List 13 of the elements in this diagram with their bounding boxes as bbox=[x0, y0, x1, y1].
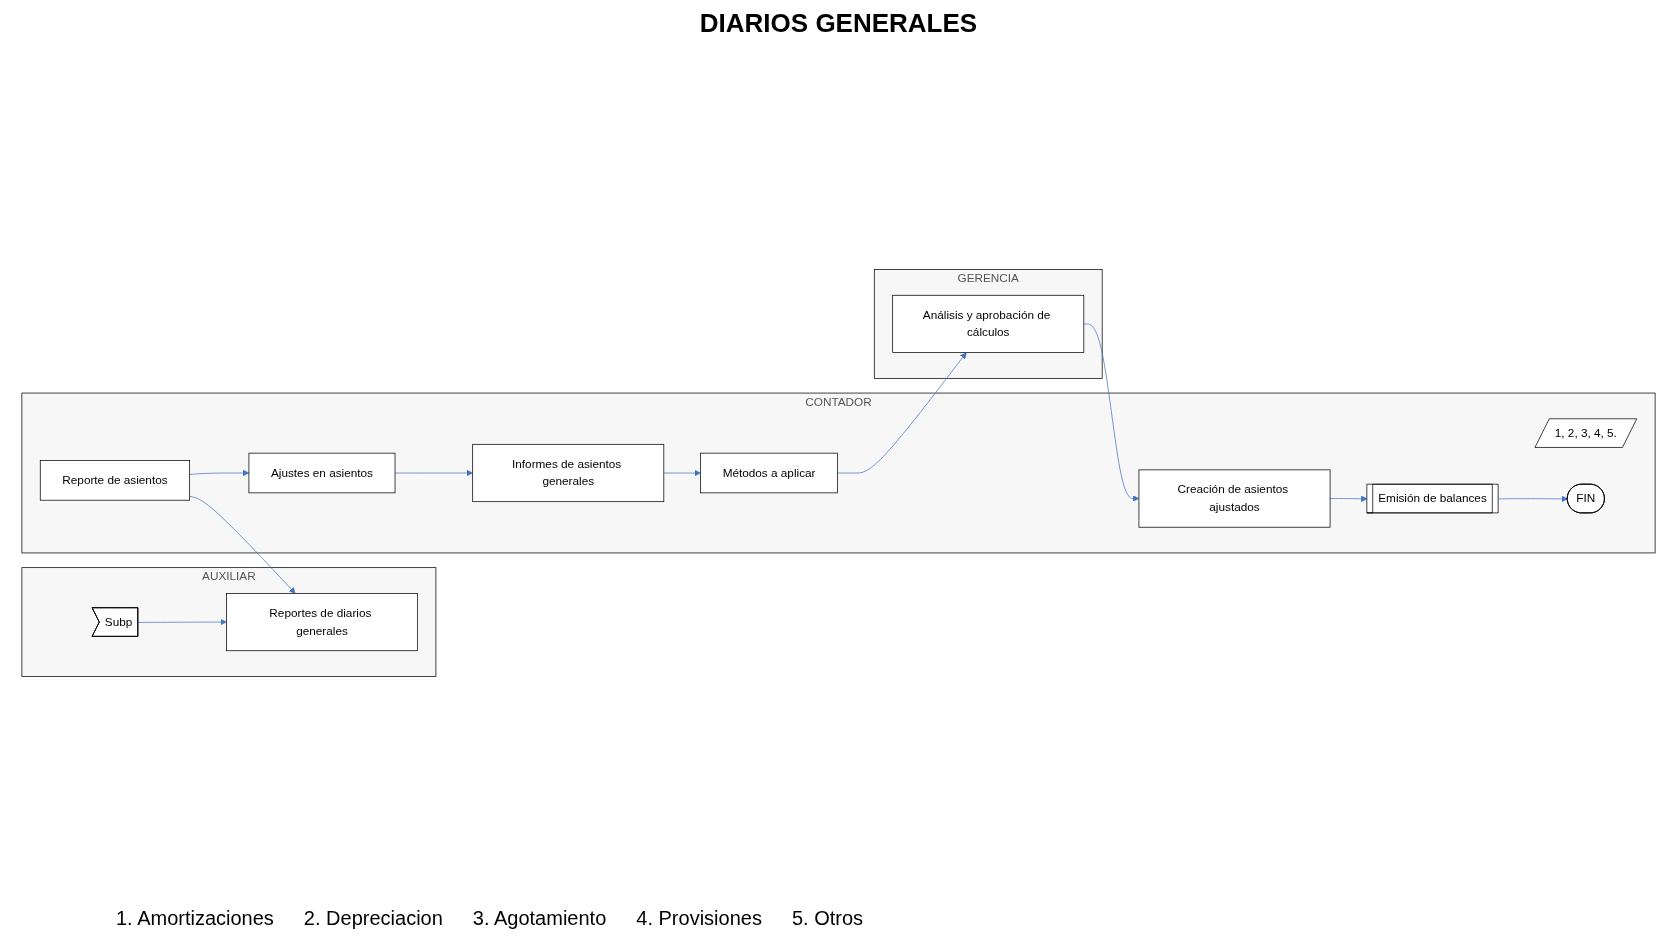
node-box: Reportes de diarios generales bbox=[226, 593, 418, 652]
node-box: Ajustes en asientos bbox=[248, 452, 396, 494]
node-box: Reporte de asientos bbox=[39, 460, 190, 501]
list-item: 3. Agotamiento bbox=[472, 907, 607, 930]
list-item: 4. Provisiones bbox=[636, 907, 762, 930]
node-box: Informes de asientos generales bbox=[472, 443, 665, 503]
node-box: Creación de asientos ajustados bbox=[1138, 469, 1331, 528]
list-item: 5. Otros bbox=[791, 907, 864, 930]
diagram-title: DIARIOS GENERALES bbox=[698, 8, 979, 39]
list-item: 2. Depreciacion bbox=[303, 907, 443, 930]
list-item: 1. Amortizaciones bbox=[116, 907, 274, 930]
node-box: Análisis y aprobación de cálculos bbox=[892, 294, 1085, 353]
node-box: Métodos a aplicar bbox=[700, 452, 838, 494]
